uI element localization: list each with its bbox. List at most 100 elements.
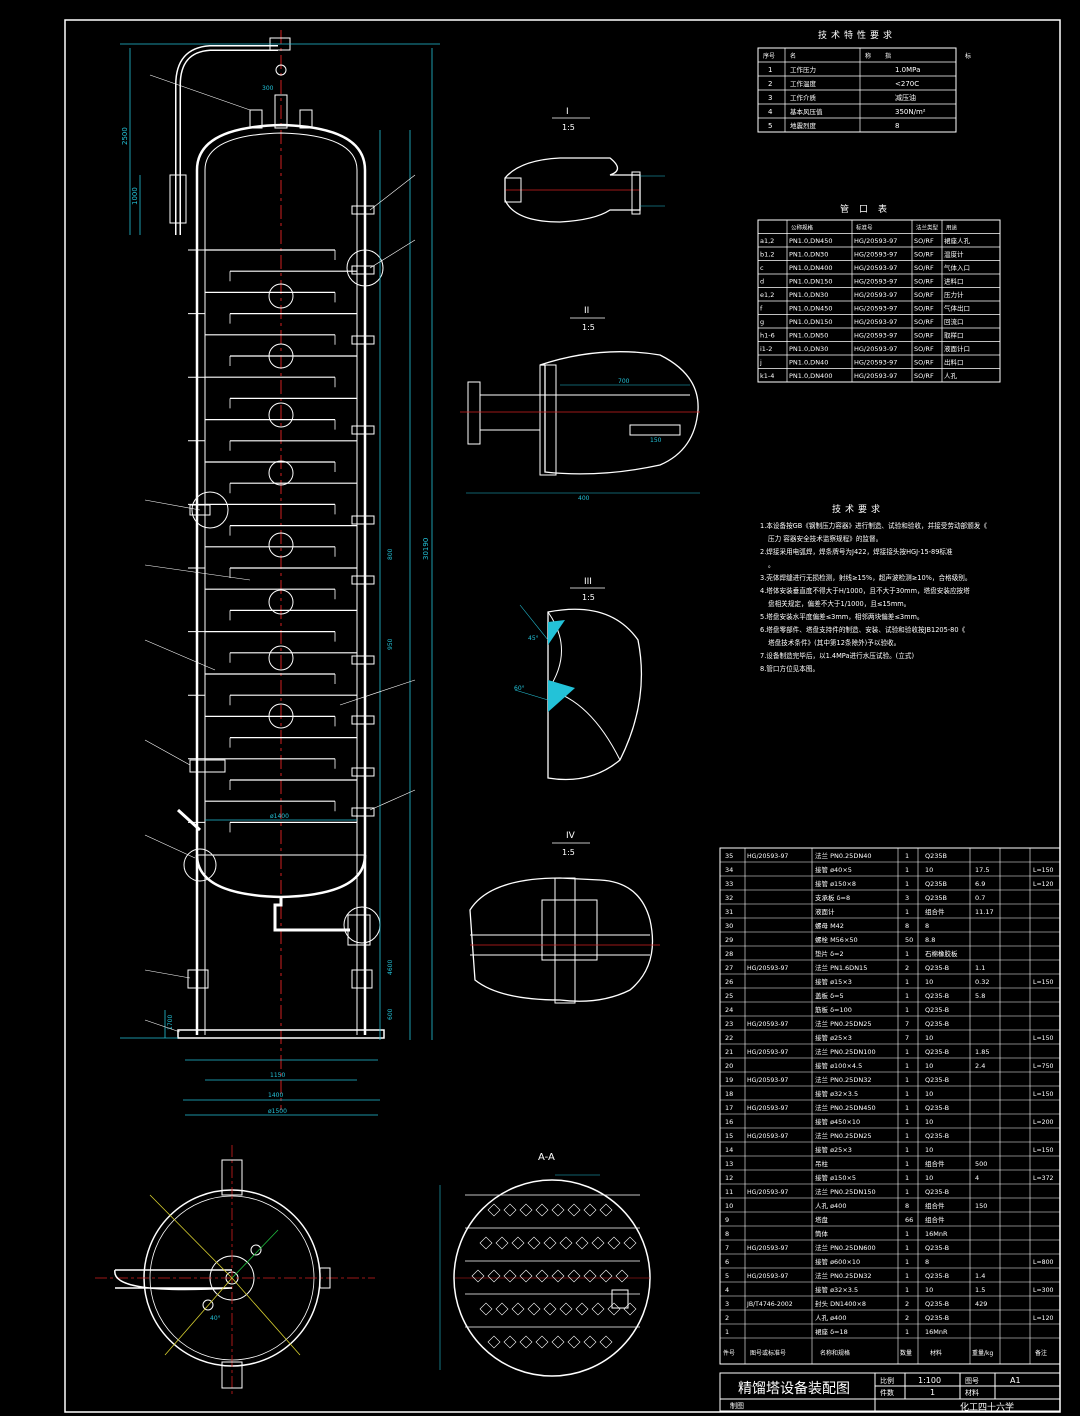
part-remark: L=750: [1033, 1063, 1054, 1070]
valve: [503, 1269, 517, 1283]
part-name: 接管 ø15×3: [815, 977, 852, 986]
part-number: 2: [725, 1314, 729, 1322]
tech-header-cell: 标: [965, 52, 971, 60]
part-material: Q235-B: [925, 1300, 949, 1308]
part-qty: 1: [905, 1048, 909, 1056]
nozzle-header-cell: 用途: [946, 224, 958, 232]
part-standard: HG/20593-97: [747, 1245, 788, 1252]
part-name: 螺母 M42: [815, 921, 844, 930]
part-qty: 7: [905, 1020, 909, 1028]
part-qty: 2: [905, 1300, 909, 1308]
detail-view-1: I 1:5: [504, 107, 665, 223]
detail-1-scale: 1:5: [562, 123, 575, 132]
dim-1150: 1150: [270, 1072, 285, 1079]
part-material: 组合件: [925, 1201, 945, 1210]
requirement-line: 。: [768, 561, 775, 569]
nozzle-cell: 温度计: [944, 250, 964, 259]
side-nozzle: [351, 807, 375, 817]
valve: [623, 1302, 637, 1316]
side-nozzle: [351, 205, 375, 215]
dimension-lines: [120, 43, 440, 1116]
part-material: Q235-B: [925, 1048, 949, 1056]
valve: [583, 1269, 597, 1283]
part-remark: L=200: [1033, 1119, 1054, 1126]
part-qty: 1: [905, 1258, 909, 1266]
nozzle-cell: a1,2: [760, 237, 774, 245]
part-name: 接管 ø25×3: [815, 1033, 852, 1042]
detail-2-dim-150: 150: [650, 437, 662, 444]
part-qty: 1: [905, 1272, 909, 1280]
nozzle-cell: 压力计: [944, 290, 964, 299]
valve: [479, 1302, 493, 1316]
part-material: Q235B: [925, 894, 947, 902]
nozzle-cell: HG/20593-97: [854, 278, 897, 286]
part-remark: L=150: [1033, 979, 1054, 986]
valve: [511, 1236, 525, 1250]
valve: [535, 1269, 549, 1283]
part-qty: 2: [905, 1314, 909, 1322]
part-number: 15: [725, 1132, 733, 1140]
part-material: Q235-B: [925, 1314, 949, 1322]
nozzle-cell: PN1.0,DN150: [789, 278, 832, 286]
part-qty: 1: [905, 1230, 909, 1238]
side-nozzle: [351, 767, 375, 777]
part-qty: 1: [905, 1160, 909, 1168]
part-name: 裙座 δ=18: [815, 1327, 848, 1336]
part-number: 8: [725, 1230, 729, 1238]
part-weight: 0.32: [975, 978, 989, 986]
nozzle-cell: HG/20593-97: [854, 372, 897, 380]
nozzle-cell: HG/20593-97: [854, 237, 897, 245]
part-weight: 11.17: [975, 908, 994, 916]
valve: [591, 1236, 605, 1250]
part-material: 10: [925, 1034, 933, 1042]
nozzle-cell: h1-6: [760, 332, 775, 340]
valve: [607, 1236, 621, 1250]
part-name: 法兰 PN0.25DN32: [815, 1271, 871, 1280]
drawing-title: 精馏塔设备装配图: [738, 1380, 850, 1397]
label-draw: 制图: [730, 1401, 744, 1410]
detail-3-label: III: [584, 577, 592, 587]
nozzle-cell: PN1.0,DN400: [789, 372, 832, 380]
part-material: Q235-B: [925, 1272, 949, 1280]
nozzle-cell: SO/RF: [914, 278, 934, 286]
part-number: 18: [725, 1090, 733, 1098]
label-material: 材料: [965, 1388, 979, 1397]
manhole: [268, 532, 294, 558]
valve: [503, 1335, 517, 1349]
tech-cell: 1.0MPa: [895, 66, 920, 74]
nozzle-cell: SO/RF: [914, 359, 934, 367]
part-name: 接管 ø32×3.5: [815, 1285, 858, 1294]
nozzle-cell: HG/20593-97: [854, 318, 897, 326]
detail-4-label: IV: [566, 831, 576, 841]
part-weight: 0.7: [975, 894, 985, 902]
dim-300: 300: [262, 85, 274, 92]
dim-4600: 4600: [387, 960, 394, 975]
part-material: Q235-B: [925, 1104, 949, 1112]
section-aa-label: A-A: [538, 1152, 555, 1163]
part-name: 接管 ø150×8: [815, 879, 856, 888]
part-number: 9: [725, 1216, 729, 1224]
valve: [543, 1302, 557, 1316]
nozzle-cell: b1,2: [760, 251, 774, 259]
part-number: 1: [725, 1328, 729, 1336]
tech-cell: 3: [768, 94, 772, 102]
part-qty: 2: [905, 964, 909, 972]
nozzle-cell: HG/20593-97: [854, 264, 897, 272]
part-weight: 2.4: [975, 1062, 985, 1070]
leader-lines: [144, 74, 416, 1033]
parts-header-cell: 重量/kg: [972, 1349, 993, 1357]
nozzle-cell: 液面计口: [944, 344, 970, 353]
part-material: 10: [925, 1286, 933, 1294]
part-name: 法兰 PN0.25DN150: [815, 1187, 876, 1196]
requirement-line: 8.管口方位见本图。: [760, 664, 819, 673]
tech-header-cell: 称: [865, 52, 871, 60]
part-weight: 6.9: [975, 880, 985, 888]
valve: [543, 1236, 557, 1250]
part-material: 10: [925, 1090, 933, 1098]
part-material: 10: [925, 1174, 933, 1182]
parts-header-cell: 件号: [723, 1349, 735, 1357]
part-number: 31: [725, 908, 733, 916]
detail-circle-3: [183, 848, 217, 882]
valve: [623, 1236, 637, 1250]
nozzle-cell: f: [760, 305, 763, 313]
